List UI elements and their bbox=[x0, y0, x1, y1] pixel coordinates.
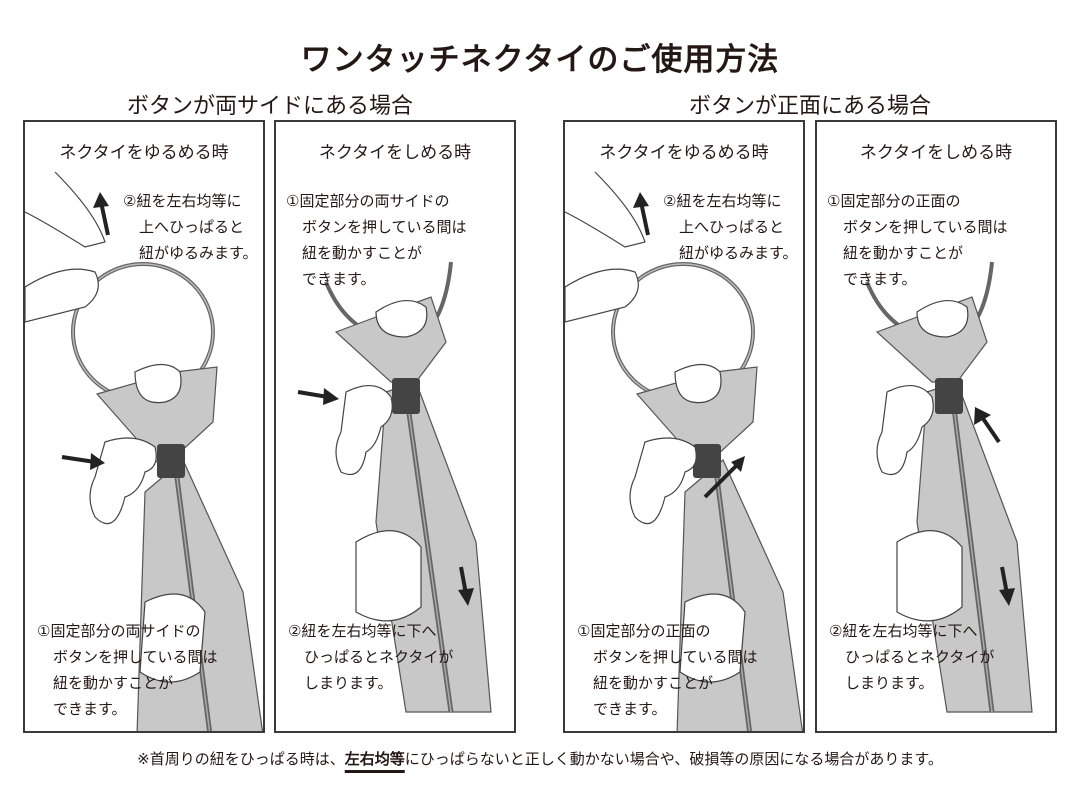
note-line: できます。 bbox=[302, 270, 376, 288]
note-line: ボタンを押している間は bbox=[593, 648, 758, 666]
panel-side-tighten: ネクタイをしめる時 ①固定部分の両サイドのボタンを押している間は紐を動かすことがで… bbox=[274, 120, 516, 733]
fastener-icon bbox=[693, 444, 721, 478]
arrow-up-icon bbox=[633, 192, 650, 236]
loosen-illustration bbox=[565, 171, 803, 731]
note-line: できます。 bbox=[593, 700, 667, 718]
caution-text: ※首周りの紐をひっぱる時は、 bbox=[137, 750, 345, 768]
note-line: ①固定部分の両サイドの bbox=[37, 622, 201, 640]
note-line: 上へひっぱると bbox=[679, 218, 785, 236]
panel-front-loosen: ネクタイをゆるめる時 ②紐を左右均等に上へひっぱると紐がゆるみます。 ①固定部分の正… bbox=[563, 120, 805, 733]
top-note: ①固定部分の両サイドのボタンを押している間は紐を動かすことができます。 bbox=[286, 188, 467, 292]
note-line: 紐を動かすことが bbox=[302, 244, 423, 262]
arrow-up-left-icon bbox=[974, 407, 1001, 444]
page-title: ワンタッチネクタイのご使用方法 bbox=[300, 42, 780, 78]
note-line: 紐を動かすことが bbox=[843, 244, 964, 262]
note-line: ②紐を左右均等に bbox=[123, 192, 242, 210]
panel-side-loosen: ネクタイをゆるめる時 ②紐を左右均等に上へひっぱると紐がゆるみます。 ①固定部分の両… bbox=[23, 120, 265, 733]
section-title-side-buttons: ボタンが両サイドにある場合 bbox=[126, 94, 413, 119]
note-line: 紐を動かすことが bbox=[53, 674, 174, 692]
loosen-illustration bbox=[25, 171, 263, 731]
note-line: できます。 bbox=[53, 700, 127, 718]
note-line: できます。 bbox=[843, 270, 917, 288]
note-line: しまります。 bbox=[304, 674, 393, 692]
note-line: ひっぱるとネクタイが bbox=[845, 648, 995, 666]
note-line: ②紐を左右均等に下へ bbox=[288, 622, 437, 640]
tighten-illustration bbox=[297, 261, 492, 713]
bottom-note: ①固定部分の両サイドのボタンを押している間は紐を動かすことができます。 bbox=[37, 618, 218, 722]
note-line: ひっぱるとネクタイが bbox=[304, 648, 454, 666]
panel-front-tighten: ネクタイをしめる時 ①固定部分の正面のボタンを押している間は紐を動かすことができま… bbox=[815, 120, 1057, 733]
note-line: ボタンを押している間は bbox=[53, 648, 218, 666]
arrow-down-icon bbox=[458, 566, 474, 606]
fastener-icon bbox=[157, 444, 185, 478]
note-line: ボタンを押している間は bbox=[843, 218, 1008, 236]
note-line: ②紐を左右均等に下へ bbox=[829, 622, 978, 640]
note-line: ②紐を左右均等に bbox=[663, 192, 782, 210]
note-line: ボタンを押している間は bbox=[302, 218, 467, 236]
top-note: ①固定部分の正面のボタンを押している間は紐を動かすことができます。 bbox=[827, 188, 1008, 292]
top-note: ②紐を左右均等に上へひっぱると紐がゆるみます。 bbox=[663, 188, 798, 266]
tighten-illustration bbox=[865, 261, 1033, 713]
arrow-down-icon bbox=[999, 566, 1015, 606]
footer-caution: ※首周りの紐をひっぱる時は、左右均等にひっぱらないと正しく動かない場合や、破損等… bbox=[0, 748, 1080, 769]
bottom-note: ①固定部分の正面のボタンを押している間は紐を動かすことができます。 bbox=[577, 618, 758, 722]
note-line: 上へひっぱると bbox=[139, 218, 245, 236]
note-line: 紐がゆるみます。 bbox=[679, 244, 798, 262]
arrow-right-icon bbox=[297, 388, 339, 405]
panel-title: ネクタイをゆるめる時 bbox=[599, 143, 769, 163]
caution-text-end: にひっぱらないと正しく動かない場合や、破損等の原因になる場合があります。 bbox=[404, 750, 943, 768]
panel-title: ネクタイをしめる時 bbox=[859, 143, 1013, 163]
bottom-note: ②紐を左右均等に下へひっぱるとネクタイがしまります。 bbox=[829, 618, 994, 696]
note-line: ①固定部分の両サイドの bbox=[286, 192, 450, 210]
note-line: しまります。 bbox=[845, 674, 934, 692]
note-line: ①固定部分の正面の bbox=[827, 192, 961, 210]
note-line: 紐を動かすことが bbox=[593, 674, 714, 692]
arrow-up-icon bbox=[93, 192, 110, 236]
panel-title: ネクタイをしめる時 bbox=[318, 143, 472, 163]
bottom-note: ②紐を左右均等に下へひっぱるとネクタイがしまります。 bbox=[288, 618, 453, 696]
panel-title: ネクタイをゆるめる時 bbox=[59, 143, 229, 163]
top-note: ②紐を左右均等に上へひっぱると紐がゆるみます。 bbox=[123, 188, 258, 266]
note-line: 紐がゆるみます。 bbox=[139, 244, 258, 262]
fastener-icon bbox=[392, 378, 420, 414]
note-line: ①固定部分の正面の bbox=[577, 622, 711, 640]
section-title-front-button: ボタンが正面にある場合 bbox=[688, 94, 931, 119]
fastener-icon bbox=[935, 378, 963, 414]
arrow-right-icon bbox=[61, 453, 105, 470]
arrow-right-icon bbox=[703, 456, 745, 499]
caution-emphasis: 左右均等 bbox=[344, 750, 405, 768]
